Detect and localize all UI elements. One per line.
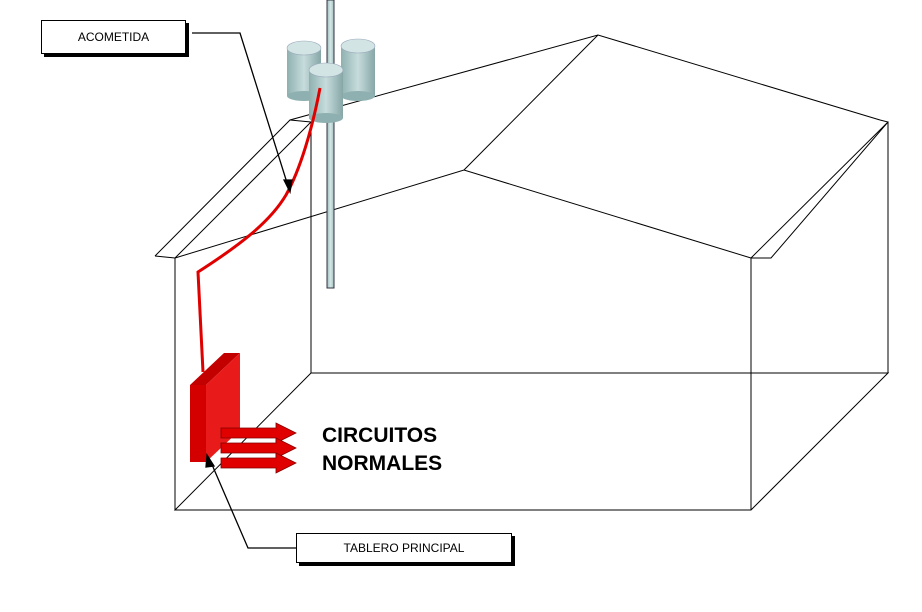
acometida-label: ACOMETIDA — [41, 20, 186, 54]
house-front-gable — [174, 169, 752, 259]
leader-lines — [192, 32, 296, 549]
circuit-arrows — [220, 422, 297, 474]
tablero-text: TABLERO PRINCIPAL — [343, 541, 465, 555]
circuit-arrow-2 — [220, 437, 297, 459]
main-panel-top — [190, 353, 240, 385]
circuitos-label-line2: NORMALES — [322, 452, 443, 475]
utility-pole — [326, 0, 335, 289]
roof-left-eave — [154, 255, 176, 259]
transformer-right — [340, 38, 376, 101]
circuit-arrow-3 — [220, 452, 297, 474]
acometida-text: ACOMETIDA — [77, 30, 150, 44]
transformer-group — [286, 38, 376, 123]
tablero-leader-arrowhead — [205, 453, 216, 468]
roof-right-eave — [751, 119, 889, 259]
roof-ridge — [463, 34, 599, 171]
roof-left — [154, 34, 881, 257]
acometida-leader — [192, 32, 289, 187]
tablero-principal-label: TABLERO PRINCIPAL — [296, 533, 512, 563]
roof-left-eave-back — [289, 119, 312, 123]
circuit-arrow-1 — [220, 422, 297, 444]
circuitos-label-line1: CIRCUITOS — [322, 424, 438, 447]
acometida-leader-arrowhead — [282, 179, 293, 195]
tablero-leader — [209, 459, 296, 549]
main-panel-front — [190, 385, 206, 462]
service-drop-cable — [196, 87, 322, 373]
house-outline — [154, 34, 890, 511]
